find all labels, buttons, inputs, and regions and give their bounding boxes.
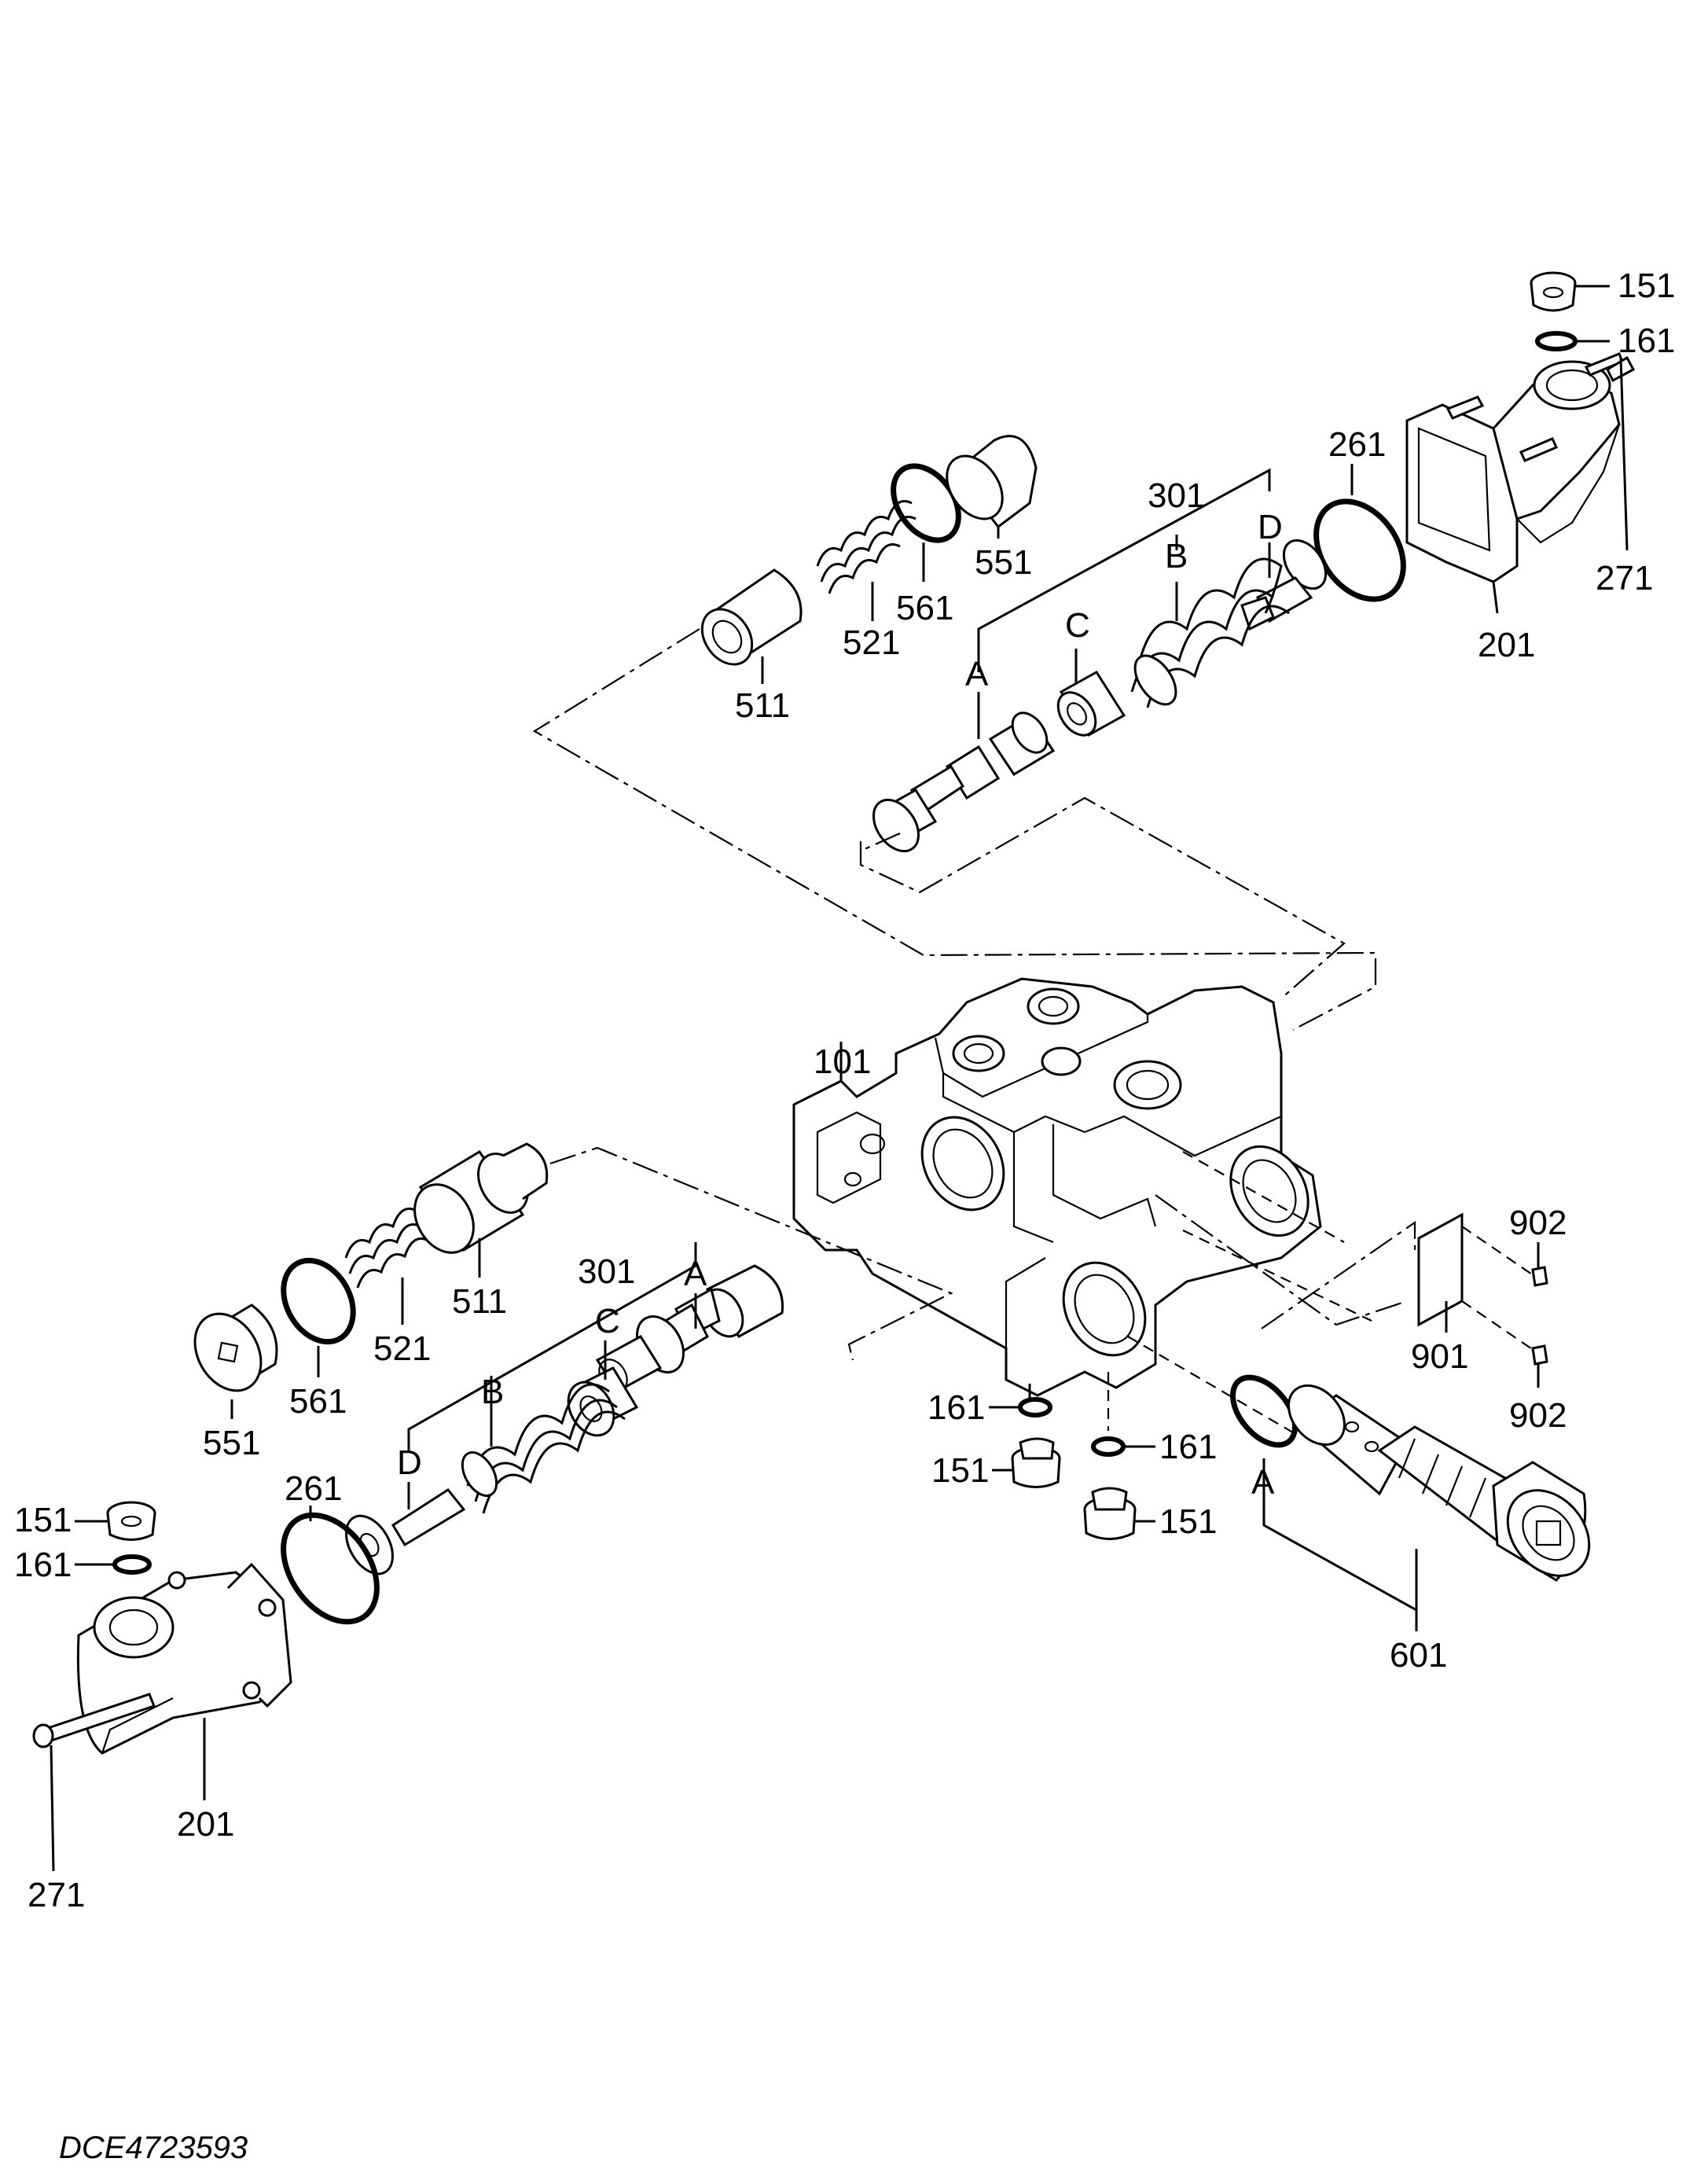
label-161-body-a: 161 (927, 1388, 985, 1427)
center-line-left-1 (549, 1146, 953, 1361)
pin-902-top (1531, 1266, 1548, 1287)
top-plug-151 (1530, 271, 1577, 312)
label-201-top: 201 (1478, 626, 1535, 664)
label-601: 601 (1390, 1636, 1447, 1675)
leader-271-top (1619, 357, 1629, 551)
label-902-bottom: 902 (1509, 1396, 1567, 1435)
label-C-left: C (595, 1302, 620, 1340)
label-B-left: B (481, 1373, 504, 1411)
center-line-top-2 (859, 796, 1346, 999)
label-521-top: 521 (843, 623, 900, 662)
center-line-top-1 (532, 628, 1377, 1031)
label-161-top: 161 (1618, 322, 1675, 360)
label-301-top: 301 (1148, 476, 1205, 515)
label-151-left: 151 (14, 1501, 72, 1539)
label-561-top: 561 (896, 589, 953, 627)
label-201-left: 201 (177, 1805, 234, 1844)
label-261-top: 261 (1328, 425, 1386, 464)
plate-901 (1417, 1212, 1464, 1327)
label-561-left: 561 (289, 1382, 347, 1421)
label-101: 101 (814, 1042, 871, 1081)
pin-902-bottom (1531, 1344, 1548, 1366)
label-301-left: 301 (578, 1252, 635, 1291)
top-spool-301 (872, 539, 1328, 853)
left-screw-271 (32, 1693, 156, 1748)
center-line-mid-2 (1155, 1194, 1408, 1326)
label-902-top: 902 (1509, 1204, 1567, 1242)
left-plug-551 (193, 1303, 278, 1392)
diagram-code: DCE4723593 (59, 2131, 248, 2165)
top-sleeve-511 (700, 568, 803, 666)
dash-line-4 (1461, 1300, 1537, 1353)
dash-line-3 (1461, 1226, 1537, 1278)
label-511-left: 511 (452, 1282, 507, 1321)
label-B-top: B (1165, 537, 1188, 575)
left-spool-301 (345, 1264, 784, 1575)
dash-line-6 (1127, 1336, 1298, 1436)
label-261-left: 261 (285, 1469, 342, 1508)
label-161-left: 161 (14, 1546, 72, 1584)
label-A-top: A (965, 655, 989, 693)
label-271-top: 271 (1596, 559, 1653, 597)
label-551-left: 551 (203, 1424, 260, 1462)
leader-271-left (50, 1745, 55, 1872)
oring-161-b (1091, 1436, 1126, 1457)
label-551-top: 551 (975, 543, 1032, 582)
label-D-left: D (397, 1443, 422, 1482)
label-D-top: D (1258, 508, 1283, 546)
left-oring-561 (281, 1257, 356, 1345)
top-oring-161 (1535, 331, 1578, 351)
label-511-top: 511 (735, 686, 790, 725)
valve-body-101 (792, 977, 1322, 1397)
label-161-body-b: 161 (1159, 1428, 1217, 1466)
label-A-left: A (684, 1255, 707, 1293)
label-901: 901 (1411, 1337, 1468, 1376)
top-cover-201 (1405, 352, 1636, 583)
left-cover-201 (76, 1562, 292, 1755)
bracket-601 (1262, 1458, 1418, 1612)
left-plug-151 (106, 1501, 156, 1541)
label-151-body-b: 151 (1159, 1502, 1217, 1541)
bracket-301-top (977, 468, 1271, 672)
label-151-body-a: 151 (931, 1451, 989, 1490)
plug-151-a (1011, 1437, 1061, 1488)
left-oring-261 (281, 1512, 380, 1625)
center-line-mid-1 (1261, 1220, 1416, 1329)
center-line-top-3 (864, 832, 901, 851)
relief-valve-601 (1287, 1384, 1591, 1582)
callout-labels: 151 161 261 271 201 301 D B C A 551 561 … (14, 267, 1675, 1914)
oring-161-a (1018, 1397, 1052, 1417)
oring-601-A (1229, 1374, 1298, 1448)
label-C-top: C (1065, 606, 1090, 645)
top-oring-261 (1313, 498, 1406, 602)
plug-151-b (1083, 1487, 1137, 1540)
left-sleeve-511 (413, 1142, 549, 1254)
bracket-301-left (407, 1242, 697, 1450)
label-271-left: 271 (28, 1876, 85, 1914)
top-plug-551 (946, 435, 1038, 529)
left-oring-161 (112, 1554, 152, 1575)
label-A-601: A (1251, 1463, 1275, 1502)
leader-201-top (1492, 581, 1499, 614)
top-spring-521 (816, 500, 916, 594)
label-151-top: 151 (1618, 267, 1675, 305)
dash-line-1 (1182, 1151, 1345, 1243)
label-521-left: 521 (373, 1329, 431, 1368)
